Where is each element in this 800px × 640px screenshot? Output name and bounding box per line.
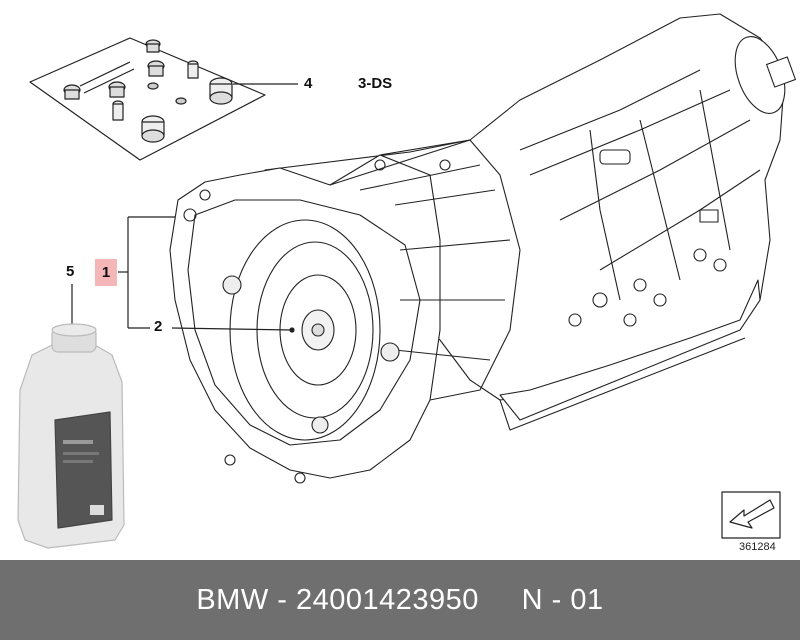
oil-bottle — [17, 323, 125, 549]
part-number-banner: BMW - 24001423950 N - 01 — [0, 560, 800, 640]
parts-kit-panel — [29, 37, 266, 161]
reference-number: 361284 — [739, 541, 776, 553]
callout-5: 5 — [66, 263, 75, 280]
callout-bracket — [118, 216, 175, 329]
screw-plug-icon — [63, 39, 233, 143]
transmission-housing — [169, 13, 796, 484]
part-number-text: BMW - 24001423950 N - 01 — [196, 583, 604, 616]
leader-line-2 — [171, 327, 293, 331]
callout-4: 4 — [304, 75, 313, 92]
transmission-diagram — [17, 13, 796, 549]
leader-dot-2 — [289, 327, 295, 333]
callout-1: 1 — [95, 259, 117, 286]
callout-2: 2 — [154, 318, 163, 335]
reference-box — [721, 491, 781, 539]
variant-code: 3-DS — [358, 75, 393, 92]
